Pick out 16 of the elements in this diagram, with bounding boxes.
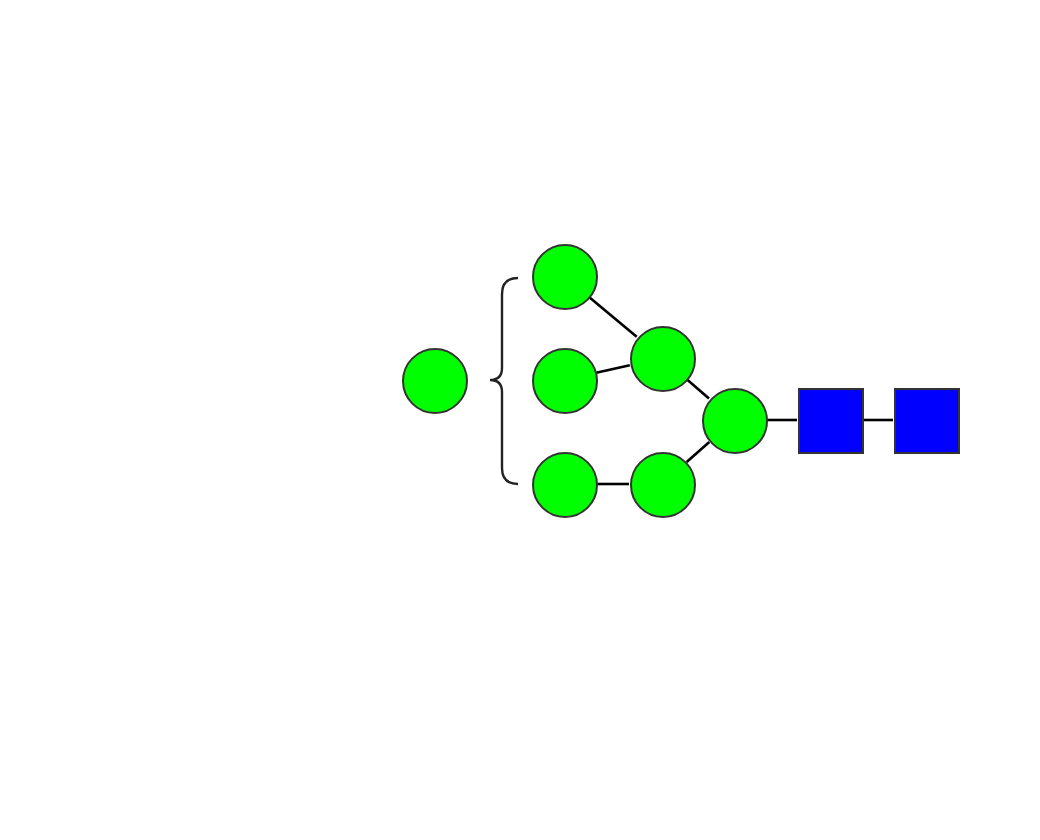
connector-line: [595, 363, 631, 375]
connector-line: [685, 440, 711, 464]
circle-symbol: [629, 325, 695, 391]
square-symbol: [893, 387, 959, 453]
circle-symbol: [531, 347, 597, 413]
circle-symbol: [531, 243, 597, 309]
square-symbol: [797, 387, 863, 453]
connector-line: [686, 378, 710, 400]
circle-symbol: [401, 347, 467, 413]
circle-symbol: [629, 451, 695, 517]
connector-line: [597, 482, 629, 486]
connector-line: [767, 418, 797, 422]
circle-symbol: [701, 387, 767, 453]
connector-line: [863, 418, 893, 422]
circle-symbol: [531, 451, 597, 517]
connector-line: [588, 296, 638, 338]
